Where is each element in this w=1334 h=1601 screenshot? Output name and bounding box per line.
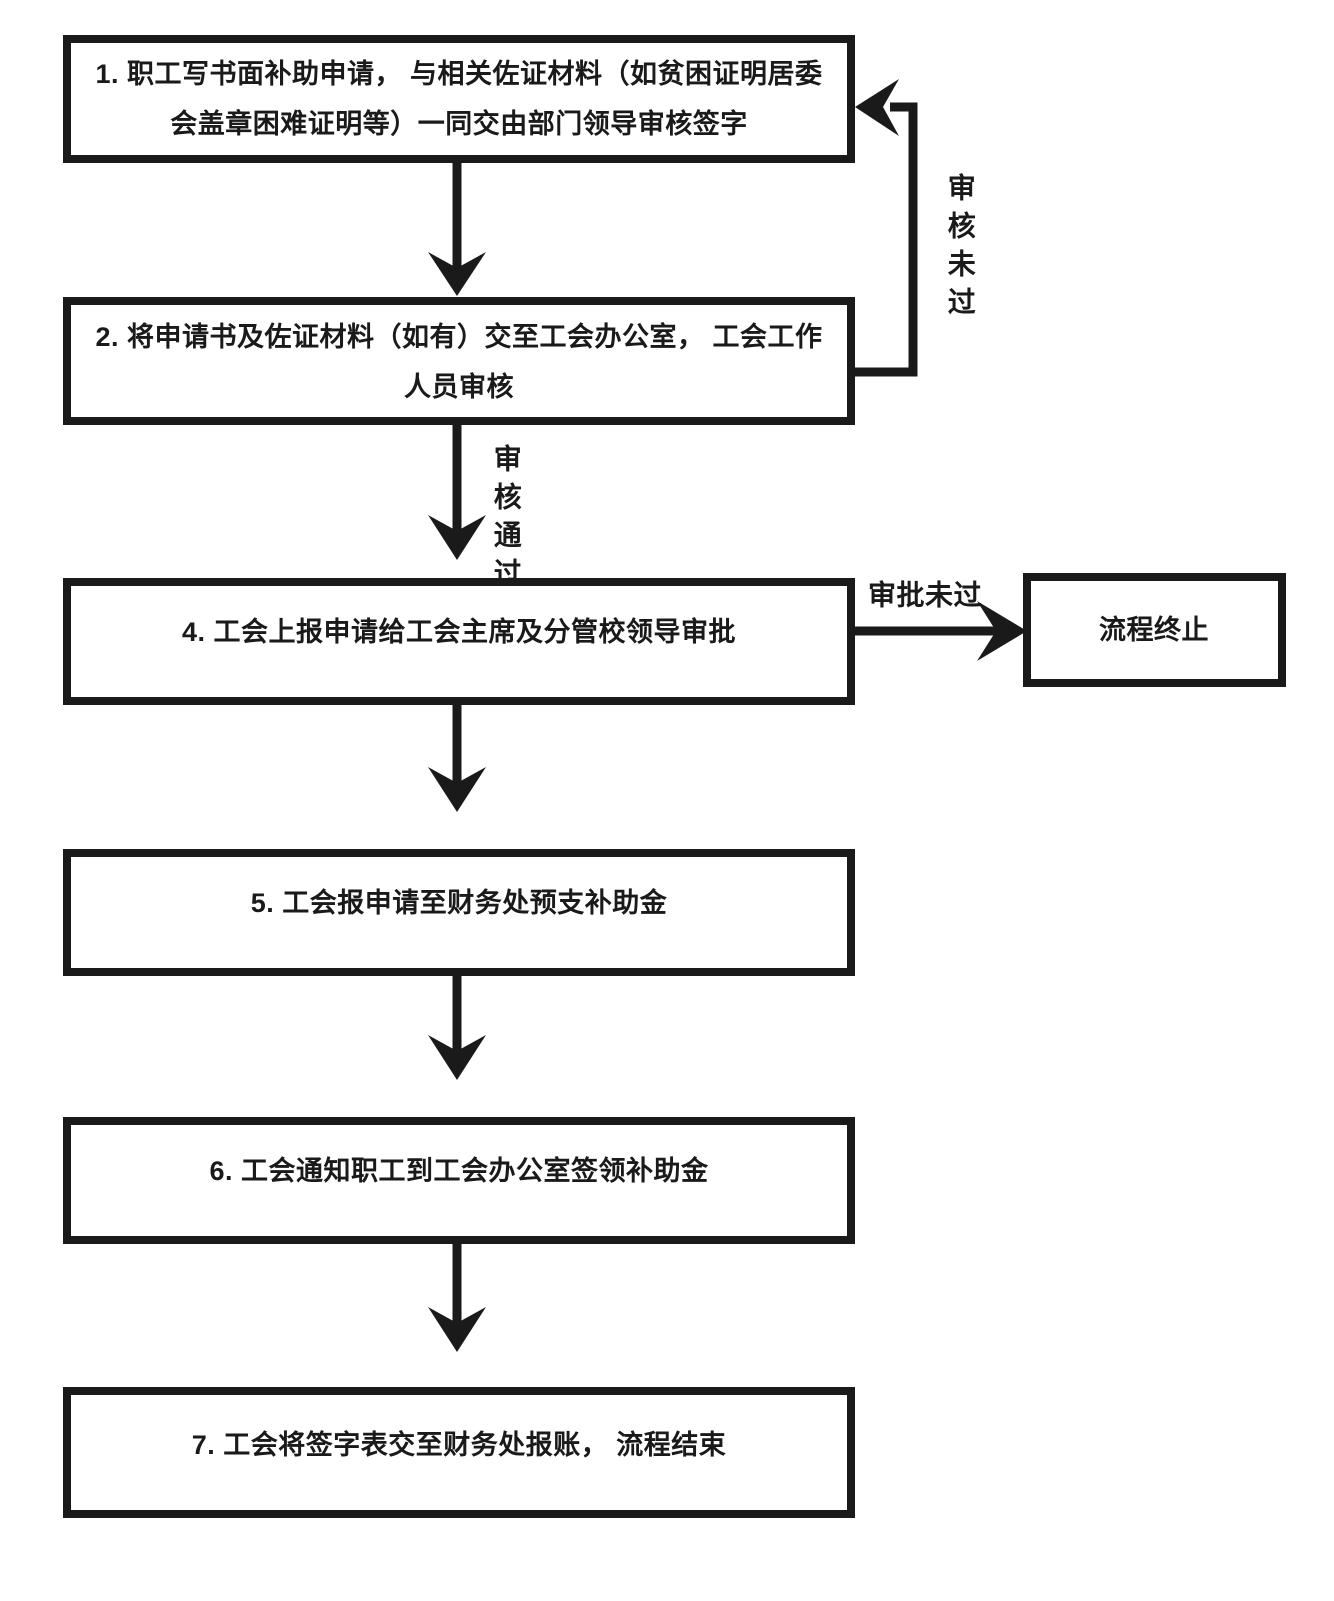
edge-step4-to-terminate: 审批未过 [855, 578, 1027, 661]
node-step-4-line1: 4. 工会上报申请给工会主席及分管校领导审批 [182, 616, 736, 647]
edge-label-review-failed-char-1: 核 [948, 210, 977, 241]
arrow-head-right-icon [977, 601, 1027, 661]
node-step-5-line1: 5. 工会报申请至财务处预支补助金 [251, 887, 668, 918]
node-step-1[interactable]: 1. 职工写书面补助申请， 与相关佐证材料（如贫困证明居委 会盖章困难证明等）一… [63, 35, 855, 163]
node-step-4-box[interactable] [63, 578, 855, 705]
arrow-head-down-icon [428, 1035, 486, 1080]
edge-step4-to-step5 [428, 701, 486, 812]
arrow-head-down-icon [428, 252, 486, 296]
edge-label-review-failed-char-3: 过 [948, 286, 977, 317]
node-step-6[interactable]: 6. 工会通知职工到工会办公室签领补助金 [63, 1117, 855, 1244]
edge-step2-to-step1-feedback [855, 79, 918, 377]
node-step-7-line1: 7. 工会将签字表交至财务处报账， 流程结束 [192, 1429, 727, 1460]
node-step-1-line1: 1. 职工写书面补助申请， 与相关佐证材料（如贫困证明居委 [95, 58, 822, 89]
edge-label-review-failed: 审 核 未 过 [948, 171, 977, 317]
node-step-5[interactable]: 5. 工会报申请至财务处预支补助金 [63, 849, 855, 976]
arrow-head-down-icon [428, 767, 486, 812]
arrow-head-down-icon [428, 1307, 486, 1352]
node-step-6-box[interactable] [63, 1117, 855, 1244]
node-step-6-line1: 6. 工会通知职工到工会办公室签领补助金 [209, 1155, 709, 1186]
node-step-4[interactable]: 4. 工会上报申请给工会主席及分管校领导审批 [63, 578, 855, 705]
node-step-7-box[interactable] [63, 1387, 855, 1518]
node-step-2-box[interactable] [63, 297, 855, 425]
edge-label-review-passed: 审 核 通 过 [494, 442, 523, 588]
edge-label-review-passed-char-0: 审 [494, 442, 523, 474]
arrow-head-down-icon [428, 515, 486, 560]
edge-label-review-failed-char-0: 审 [948, 171, 977, 203]
edge-step5-to-step6 [428, 972, 486, 1080]
node-process-terminated-box[interactable] [1023, 573, 1286, 687]
edge-label-approval-failed: 审批未过 [868, 578, 982, 610]
node-step-7[interactable]: 7. 工会将签字表交至财务处报账， 流程结束 [63, 1387, 855, 1518]
node-step-2-line1: 2. 将申请书及佐证材料（如有）交至工会办公室， 工会工作 [95, 321, 822, 352]
edge-step2-to-step1-path [855, 102, 918, 377]
node-process-terminated-label: 流程终止 [1099, 614, 1209, 645]
node-process-terminated[interactable]: 流程终止 [1023, 573, 1286, 687]
arrow-head-left-icon [855, 79, 899, 136]
edge-step2-to-step4 [428, 421, 486, 560]
node-step-2-line2: 人员审核 [404, 371, 514, 402]
edge-label-review-passed-char-1: 核 [494, 481, 523, 512]
edge-label-review-passed-char-2: 通 [494, 519, 523, 550]
node-step-1-box[interactable] [63, 35, 855, 163]
edge-step1-to-step2 [428, 163, 486, 296]
edge-label-review-failed-char-2: 未 [948, 248, 977, 279]
node-step-2[interactable]: 2. 将申请书及佐证材料（如有）交至工会办公室， 工会工作 人员审核 [63, 297, 855, 425]
edge-step6-to-step7 [428, 1240, 486, 1352]
node-step-1-line2: 会盖章困难证明等）一同交由部门领导审核签字 [170, 108, 748, 139]
